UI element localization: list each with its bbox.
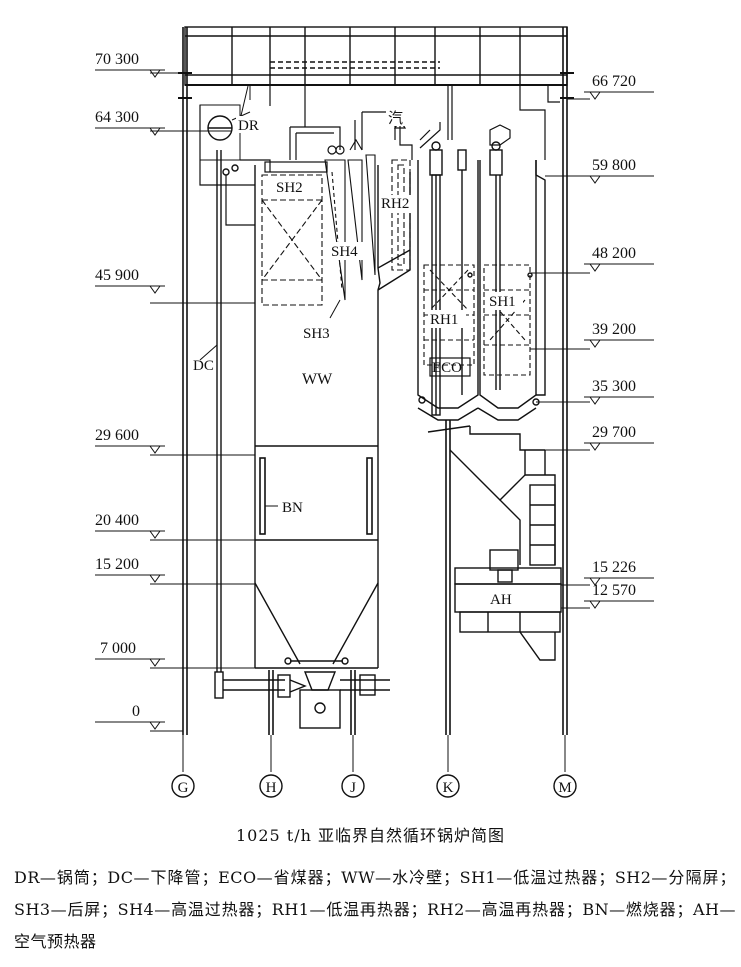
- elevation-45900: 45 900: [95, 267, 139, 284]
- elevation-labels: 70 300 64 300 45 900 29 600 20 400 15 20…: [95, 51, 636, 720]
- air-preheater: [454, 549, 562, 661]
- label-steam: 汽: [388, 110, 403, 127]
- steel-frame-top: [178, 26, 574, 99]
- component-labels: DR 汽 SH2 RH2 SH4 SH3 SH1 RH1 ECO DC WW B…: [193, 108, 523, 608]
- elevation-39200: 39 200: [592, 321, 636, 338]
- sh3-sh4-panels: [324, 138, 376, 319]
- elevation-64300: 64 300: [95, 109, 139, 126]
- elevation-29600: 29 600: [95, 427, 139, 444]
- building-columns: [182, 27, 568, 772]
- drum: [199, 85, 255, 226]
- diagram-caption: 1025 t/h 亚临界自然循环锅炉简图: [235, 826, 506, 845]
- label-bn: BN: [282, 500, 303, 516]
- label-dc: DC: [193, 358, 214, 374]
- elevation-48200: 48 200: [592, 245, 636, 262]
- label-dr: DR: [238, 118, 259, 134]
- diagram-legend: DR—锅筒；DC—下降管；ECO—省煤器；WW—水冷壁；SH1—低温过热器；SH…: [14, 868, 736, 951]
- column-label-j: J: [350, 780, 356, 796]
- elevation-70300: 70 300: [95, 51, 139, 68]
- label-sh2: SH2: [276, 180, 303, 196]
- label-rh1: RH1: [430, 312, 458, 328]
- label-sh4: SH4: [331, 244, 358, 260]
- bottom-equipment: [214, 657, 390, 729]
- elevation-0: 0: [132, 703, 140, 720]
- burners: [259, 457, 373, 535]
- label-sh3: SH3: [303, 326, 330, 342]
- column-label-m: M: [558, 780, 571, 796]
- elevation-15226: 15 226: [592, 559, 636, 576]
- elevation-leaders-right: [530, 91, 654, 609]
- label-sh1: SH1: [489, 294, 516, 310]
- sh2-panels: [261, 174, 323, 306]
- elevation-66720: 66 720: [592, 73, 636, 90]
- column-label-g: G: [178, 780, 189, 796]
- flue-duct: [417, 407, 556, 566]
- furnace: [254, 165, 411, 669]
- elevation-20400: 20 400: [95, 512, 139, 529]
- boiler-diagram: G H J K M: [95, 26, 654, 798]
- elevation-59800: 59 800: [592, 157, 636, 174]
- downcomer: [199, 150, 222, 672]
- label-rh2: RH2: [381, 196, 409, 212]
- label-eco: ECO: [432, 360, 462, 376]
- elevation-leaders-left: [95, 69, 255, 732]
- elevation-35300: 35 300: [592, 378, 636, 395]
- elevation-15200: 15 200: [95, 556, 139, 573]
- column-markers: G H J K M: [171, 774, 577, 798]
- label-ww: WW: [302, 371, 333, 388]
- elevation-29700: 29 700: [592, 424, 636, 441]
- label-ah: AH: [490, 592, 512, 608]
- upper-piping: [199, 86, 560, 186]
- elevation-12570: 12 570: [592, 582, 636, 599]
- column-label-k: K: [443, 780, 454, 796]
- rh2-panel: [391, 159, 411, 271]
- column-label-h: H: [266, 780, 277, 796]
- elevation-7000: 7 000: [100, 640, 136, 657]
